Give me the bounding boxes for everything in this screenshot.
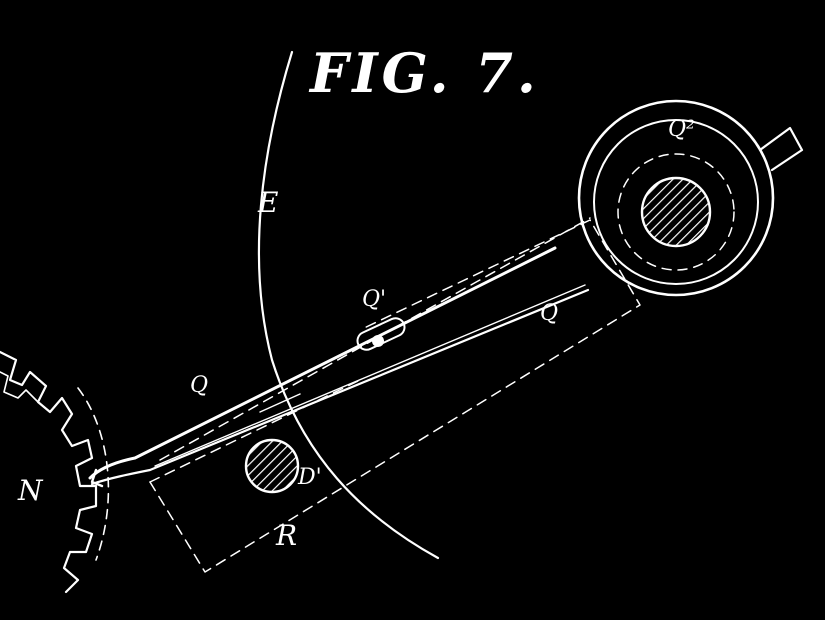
large-arc-e xyxy=(257,50,440,560)
shaft-hatched xyxy=(640,176,712,248)
lever-q xyxy=(88,217,591,488)
label-q-left: Q xyxy=(190,373,208,398)
pin-d1 xyxy=(244,438,300,494)
label-e: E xyxy=(257,186,278,219)
gear-n xyxy=(0,350,98,594)
label-r: R xyxy=(275,519,297,552)
label-q-right: Q xyxy=(540,301,558,326)
label-d1: D' xyxy=(297,465,322,490)
slot-pin xyxy=(372,335,384,347)
slot-q1 xyxy=(356,317,406,351)
hub-q2 xyxy=(577,99,804,297)
dashed-frame-r xyxy=(149,219,641,573)
label-n: N xyxy=(17,474,44,507)
figure-title: FIG. 7. xyxy=(308,41,540,105)
label-q1: Q' xyxy=(362,287,386,312)
label-q2: Q² xyxy=(668,117,695,142)
